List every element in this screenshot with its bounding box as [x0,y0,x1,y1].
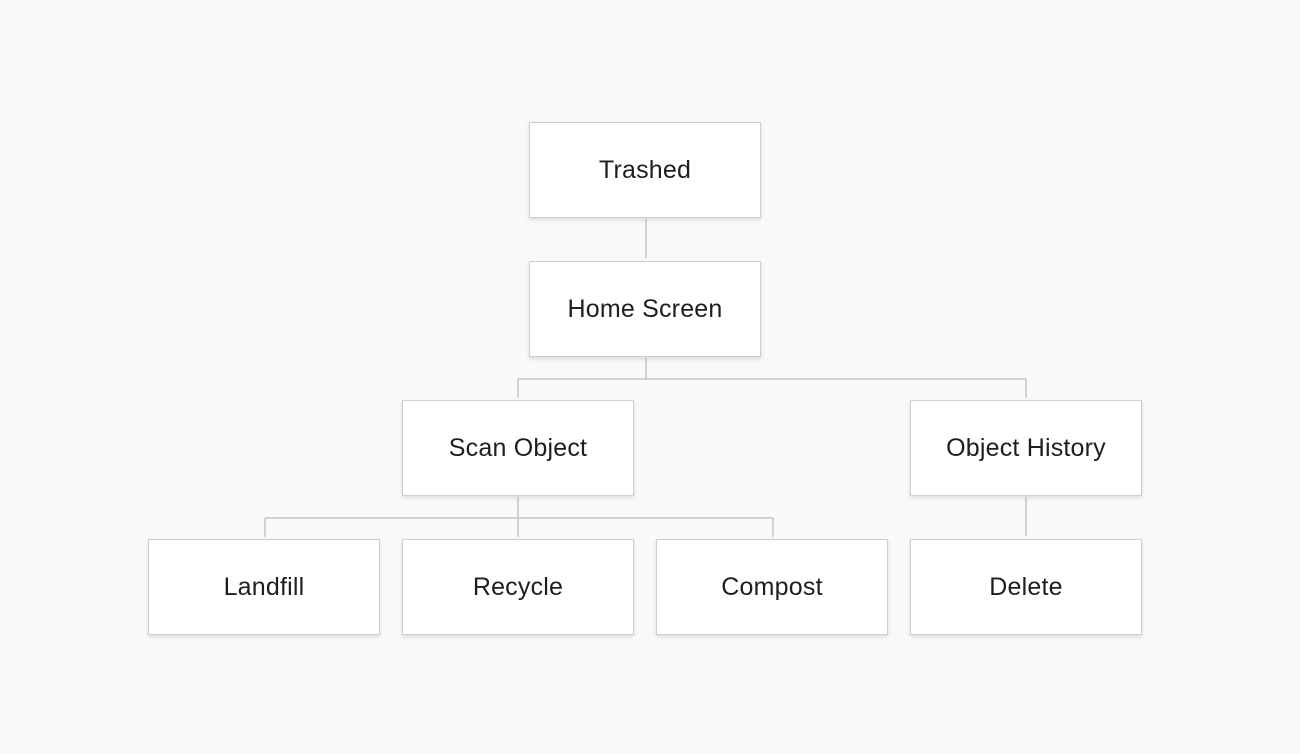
node-recycle[interactable]: Recycle [402,539,634,635]
node-home-screen[interactable]: Home Screen [529,261,761,357]
node-compost[interactable]: Compost [656,539,888,635]
node-delete[interactable]: Delete [910,539,1142,635]
node-compost-label: Compost [721,572,823,601]
node-landfill[interactable]: Landfill [148,539,380,635]
node-object-history-label: Object History [946,433,1106,462]
node-trashed[interactable]: Trashed [529,122,761,218]
node-home-screen-label: Home Screen [567,294,723,323]
node-object-history[interactable]: Object History [910,400,1142,496]
node-delete-label: Delete [989,572,1063,601]
node-scan-object[interactable]: Scan Object [402,400,634,496]
node-trashed-label: Trashed [598,155,692,184]
node-recycle-label: Recycle [472,572,564,601]
node-scan-object-label: Scan Object [448,433,588,462]
node-landfill-label: Landfill [223,572,305,601]
